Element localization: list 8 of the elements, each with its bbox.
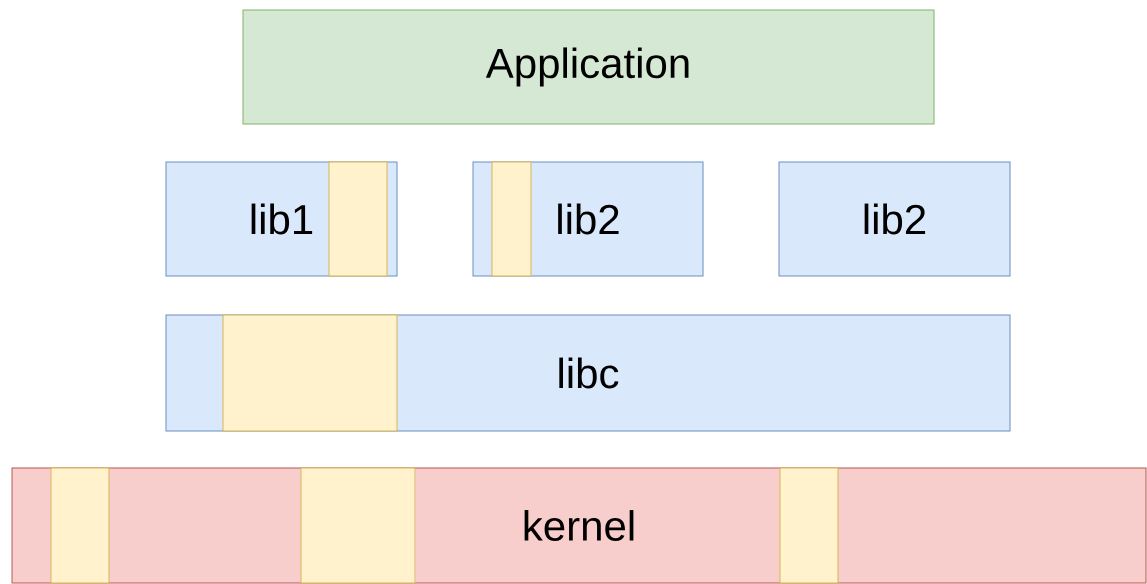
highlight-block [300, 467, 416, 584]
highlight-block [50, 467, 110, 584]
highlight-block [328, 161, 388, 277]
highlight-block [779, 467, 839, 584]
application-box: Application [242, 9, 935, 125]
highlight-block [491, 161, 532, 277]
library-box: lib2 [778, 161, 1011, 277]
highlight-block [222, 314, 398, 432]
